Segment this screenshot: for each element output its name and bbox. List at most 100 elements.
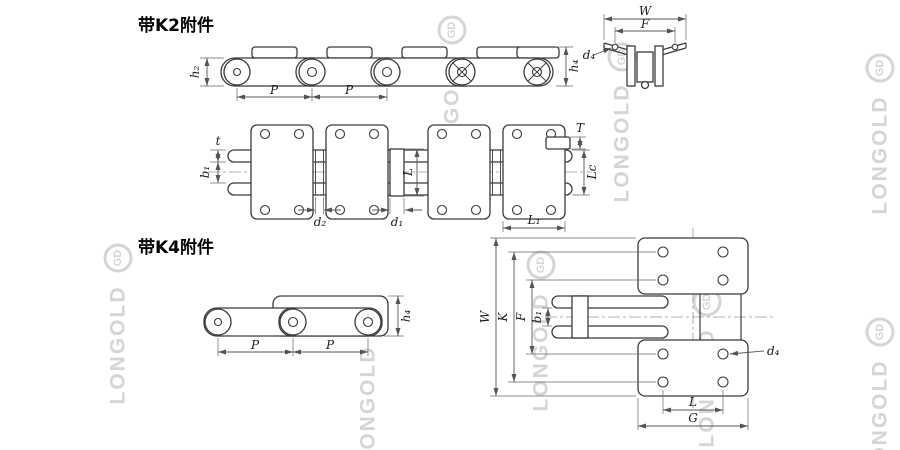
h4-dimension-label: h₄ <box>399 310 413 323</box>
d4-callout-label: d₄ <box>583 48 596 62</box>
attachment-hole <box>259 128 271 140</box>
watermark-logo-monogram: GD <box>446 22 458 39</box>
flange-hole <box>671 43 679 51</box>
pitch-dimension-label: P <box>269 83 279 97</box>
watermark-logo-icon <box>103 243 133 273</box>
roller-cross-mark <box>527 62 547 82</box>
attachment-tab <box>326 46 373 59</box>
roller-plan <box>389 148 405 197</box>
attachment-hole <box>657 274 669 286</box>
l-dimension-label: L <box>401 168 415 177</box>
attachment-tab <box>401 46 448 59</box>
pitch-dimension-label: P <box>344 83 354 97</box>
roller-plan <box>571 295 589 339</box>
watermark: GD LONGOLD <box>103 243 133 405</box>
l1-dimension-label: L₁ <box>527 213 541 227</box>
f-dimension: F <box>514 279 656 355</box>
t-dimension-label: t <box>216 134 221 148</box>
k2-end-view: W F <box>603 4 687 90</box>
watermark-brand: LONGOLD <box>869 360 892 450</box>
d4-callout-label: d₄ <box>767 344 780 358</box>
g-dimension-label: G <box>688 411 698 425</box>
attachment-hole <box>293 128 305 140</box>
roller-hole <box>287 316 299 328</box>
pin-hole <box>232 67 242 77</box>
k-dimension-label: K <box>496 311 510 322</box>
attachment-hole <box>657 376 669 388</box>
w-dimension-label: W <box>478 309 492 323</box>
pin-hole <box>213 317 223 327</box>
k2-plan-view: t b₁ L T Lc d₂ <box>198 121 599 232</box>
watermark: GD LONGOLD <box>865 53 895 215</box>
lc-dimension: Lc <box>572 149 599 196</box>
t-dimension: t <box>210 134 226 163</box>
f-dimension: F <box>614 17 676 43</box>
k2-side-view: h₂ P P h₄ d₄ <box>188 46 612 101</box>
watermark-brand: LONGOLD <box>530 293 553 412</box>
attachment-hole <box>436 128 448 140</box>
l-dimension-label: L <box>688 395 697 409</box>
w-dimension: W <box>603 4 687 40</box>
h4-dimension-label: h₄ <box>567 60 581 73</box>
attachment-tab <box>476 46 523 59</box>
attachment-hole <box>717 348 729 360</box>
h2-dimension-label: h₂ <box>188 66 202 79</box>
watermark-logo-monogram: GD <box>874 60 886 77</box>
l-dimension: L <box>401 148 424 197</box>
pin-end <box>640 80 650 90</box>
b1-dimension-label: b₁ <box>530 311 544 324</box>
T-dimension-label: T <box>576 121 585 135</box>
T-dimension: T <box>570 121 586 150</box>
watermark-logo-icon <box>865 317 895 347</box>
k4-attachment-plate <box>637 237 749 295</box>
d1-dimension: d₁ <box>372 198 422 229</box>
pitch-dimension-label: P <box>325 338 335 352</box>
d2-dimension-label: d₂ <box>314 215 327 229</box>
attachment-hole <box>470 128 482 140</box>
watermark-brand: LONGOLD <box>869 96 892 215</box>
k4-section-title: 带K4附件 <box>138 237 214 258</box>
b1-dimension-label: b₁ <box>198 166 212 179</box>
attachment-hole <box>436 204 448 216</box>
lc-dimension-label: Lc <box>585 164 599 180</box>
link-plate <box>278 307 383 337</box>
attachment-hole <box>368 128 380 140</box>
k2-attachment-plate <box>325 124 389 220</box>
d1-dimension-label: d₁ <box>391 215 404 229</box>
roller-cross-mark <box>452 62 472 82</box>
l-dimension: L <box>662 390 724 414</box>
side-plate <box>626 45 636 87</box>
watermark-brand: LONGOLD <box>107 286 130 405</box>
watermark-logo-monogram: GD <box>874 324 886 341</box>
d2-dimension: d₂ <box>298 197 341 229</box>
k4-attachment-plate <box>637 339 749 397</box>
roller-section <box>636 51 654 83</box>
h2-dimension: h₂ <box>188 57 224 87</box>
attachment-hole <box>545 204 557 216</box>
w-dimension: W <box>478 237 636 397</box>
b1-dimension: b₁ <box>198 162 226 184</box>
d4-callout: d₄ <box>583 47 612 62</box>
g-dimension: G <box>637 398 749 430</box>
attachment-tab <box>516 46 560 59</box>
b1-dimension: b₁ <box>530 307 552 327</box>
side-plate <box>654 45 664 87</box>
inner-plate-band <box>551 295 669 309</box>
pitch-dimension: P P <box>236 83 388 101</box>
h4-dimension: h₄ <box>556 46 581 87</box>
l1-dimension: L₁ <box>502 213 566 232</box>
bent-ear-edge <box>545 136 571 150</box>
attachment-hole <box>657 348 669 360</box>
attachment-hole <box>334 128 346 140</box>
attachment-hole <box>717 274 729 286</box>
roller-hole <box>362 316 374 328</box>
d4-callout: d₄ <box>729 344 780 358</box>
attachment-tab <box>251 46 298 59</box>
watermark-logo-icon <box>437 15 467 45</box>
f-dimension-label: F <box>640 17 650 31</box>
attachment-hole <box>259 204 271 216</box>
roller-hole <box>381 66 393 78</box>
k4-plan-view: W K F b₁ L G <box>478 228 780 430</box>
